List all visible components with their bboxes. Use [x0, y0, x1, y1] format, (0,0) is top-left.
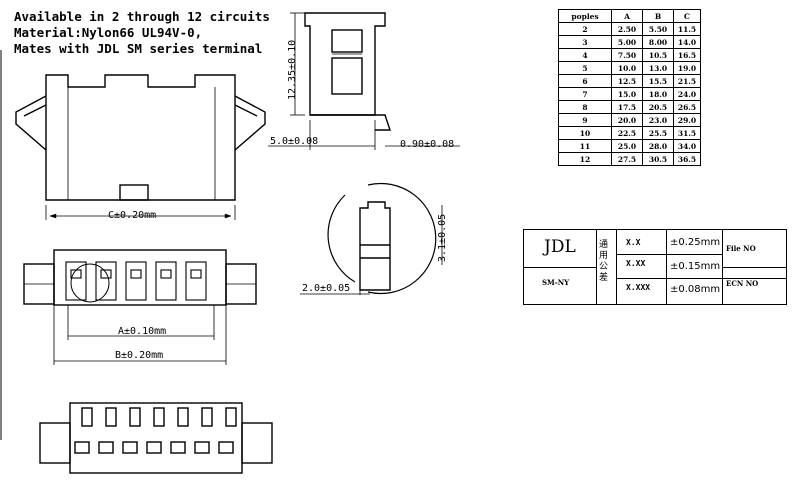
table-cell: 9 — [558, 113, 612, 127]
table-cell: 29.0 — [673, 113, 701, 127]
table-cell: 19.0 — [673, 61, 701, 75]
table-cell: 6 — [558, 74, 612, 88]
table-cell: 22.5 — [611, 126, 643, 140]
bottom-view — [39, 402, 273, 474]
table-cell: 10.0 — [611, 61, 643, 75]
table-cell: 8.00 — [642, 35, 674, 49]
table-cell: 31.5 — [673, 126, 701, 140]
table-cell: 11.5 — [673, 22, 701, 36]
table-cell: 10 — [558, 126, 612, 140]
dim-c-label: C±0.20mm — [108, 210, 157, 221]
ecn-no-label: ECN NO — [726, 279, 759, 288]
table-header: poples — [558, 9, 612, 23]
table-cell: 12.5 — [611, 74, 643, 88]
table-cell: 5.00 — [611, 35, 643, 49]
table-cell: 24.0 — [673, 87, 701, 101]
table-cell: 2 — [558, 22, 612, 36]
dim-thickness-label: 0.90±0.08 — [400, 139, 455, 150]
table-cell: 16.5 — [673, 48, 701, 62]
table-cell: 28.0 — [642, 139, 674, 153]
dim-b-label: B±0.20mm — [115, 350, 164, 361]
table-cell: 26.5 — [673, 100, 701, 114]
dim-detail-w-label: 2.0±0.05 — [302, 283, 351, 294]
table-header: B — [642, 9, 674, 23]
table-cell: 25.0 — [611, 139, 643, 153]
table-cell: 12 — [558, 152, 612, 166]
tol-value-3: ±0.08mm — [670, 284, 721, 295]
side-view — [268, 12, 460, 150]
table-header: C — [673, 9, 701, 23]
table-cell: 23.0 — [642, 113, 674, 127]
table-cell: 34.0 — [673, 139, 701, 153]
table-cell: 5 — [558, 61, 612, 75]
dim-a-label: A±0.10mm — [118, 326, 167, 337]
brand-label: JDL — [544, 237, 576, 257]
top-view — [15, 74, 266, 220]
table-cell: 7.50 — [611, 48, 643, 62]
detail-view — [300, 182, 443, 295]
table-cell: 13.0 — [642, 61, 674, 75]
dim-width-side-label: 5.0±0.08 — [270, 136, 319, 147]
part-number: SM-NY — [542, 278, 570, 287]
table-cell: 10.5 — [642, 48, 674, 62]
table-cell: 11 — [558, 139, 612, 153]
tol-format-3: X.XXX — [626, 283, 651, 292]
table-cell: 18.0 — [642, 87, 674, 101]
note-mates: Mates with JDL SM series terminal — [14, 41, 263, 56]
table-cell: 25.5 — [642, 126, 674, 140]
table-cell: 36.5 — [673, 152, 701, 166]
table-cell: 7 — [558, 87, 612, 101]
table-cell: 15.5 — [642, 74, 674, 88]
file-no-label: File NO — [726, 244, 756, 253]
dim-detail-h-label: 3.1±0.05 — [437, 213, 448, 262]
note-material: Material:Nylon66 UL94V-0, — [14, 25, 203, 40]
table-cell: 30.5 — [642, 152, 674, 166]
tol-format-2: X.XX — [626, 259, 646, 268]
table-cell: 21.5 — [673, 74, 701, 88]
front-view — [23, 249, 257, 365]
table-cell: 27.5 — [611, 152, 643, 166]
table-cell: 3 — [558, 35, 612, 49]
title-block: JDL SM-NY 通用公差 X.X ±0.25mm X.XX ±0.15mm … — [523, 229, 787, 305]
table-header: A — [611, 9, 643, 23]
tolerance-label: 通用公差 — [599, 240, 609, 283]
tol-value-2: ±0.15mm — [670, 261, 721, 272]
table-cell: 14.0 — [673, 35, 701, 49]
table-cell: 2.50 — [611, 22, 643, 36]
table-cell: 8 — [558, 100, 612, 114]
table-header-row: poples A B C — [558, 9, 701, 23]
table-cell: 20.0 — [611, 113, 643, 127]
table-cell: 15.0 — [611, 87, 643, 101]
table-cell: 5.50 — [642, 22, 674, 36]
dim-height-label: 12.35±0.10 — [287, 39, 298, 100]
tol-format-1: X.X — [626, 238, 641, 247]
table-cell: 17.5 — [611, 100, 643, 114]
tol-value-1: ±0.25mm — [670, 237, 721, 248]
table-cell: 4 — [558, 48, 612, 62]
note-circuits: Available in 2 through 12 circuits — [14, 9, 270, 24]
table-cell: 20.5 — [642, 100, 674, 114]
